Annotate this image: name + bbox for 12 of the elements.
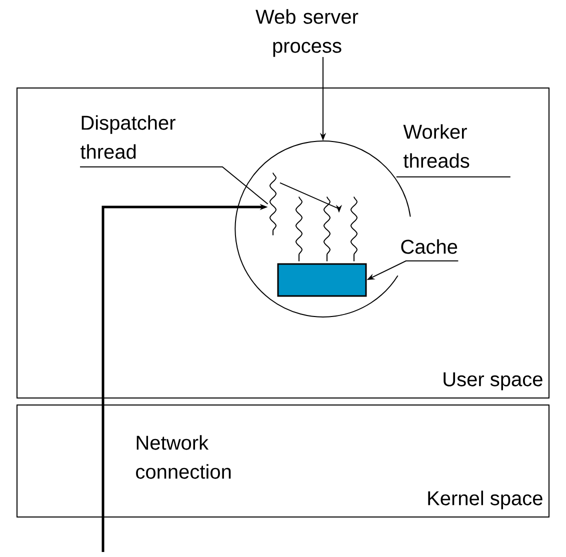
thread-squiggle <box>324 196 330 262</box>
cache-block <box>277 263 367 297</box>
thread-squiggle <box>296 196 302 262</box>
leader-line <box>80 166 268 204</box>
callout-text: Web server process <box>256 9 358 57</box>
callout-text: Cache <box>401 239 458 254</box>
callout-text: Dispatcher thread <box>80 115 176 159</box>
leader-line <box>396 176 511 178</box>
thread-squiggle <box>350 196 358 262</box>
label-text: Network connection <box>136 435 231 479</box>
callout-text: Worker threads <box>403 124 470 168</box>
thread-squiggle <box>270 172 276 236</box>
